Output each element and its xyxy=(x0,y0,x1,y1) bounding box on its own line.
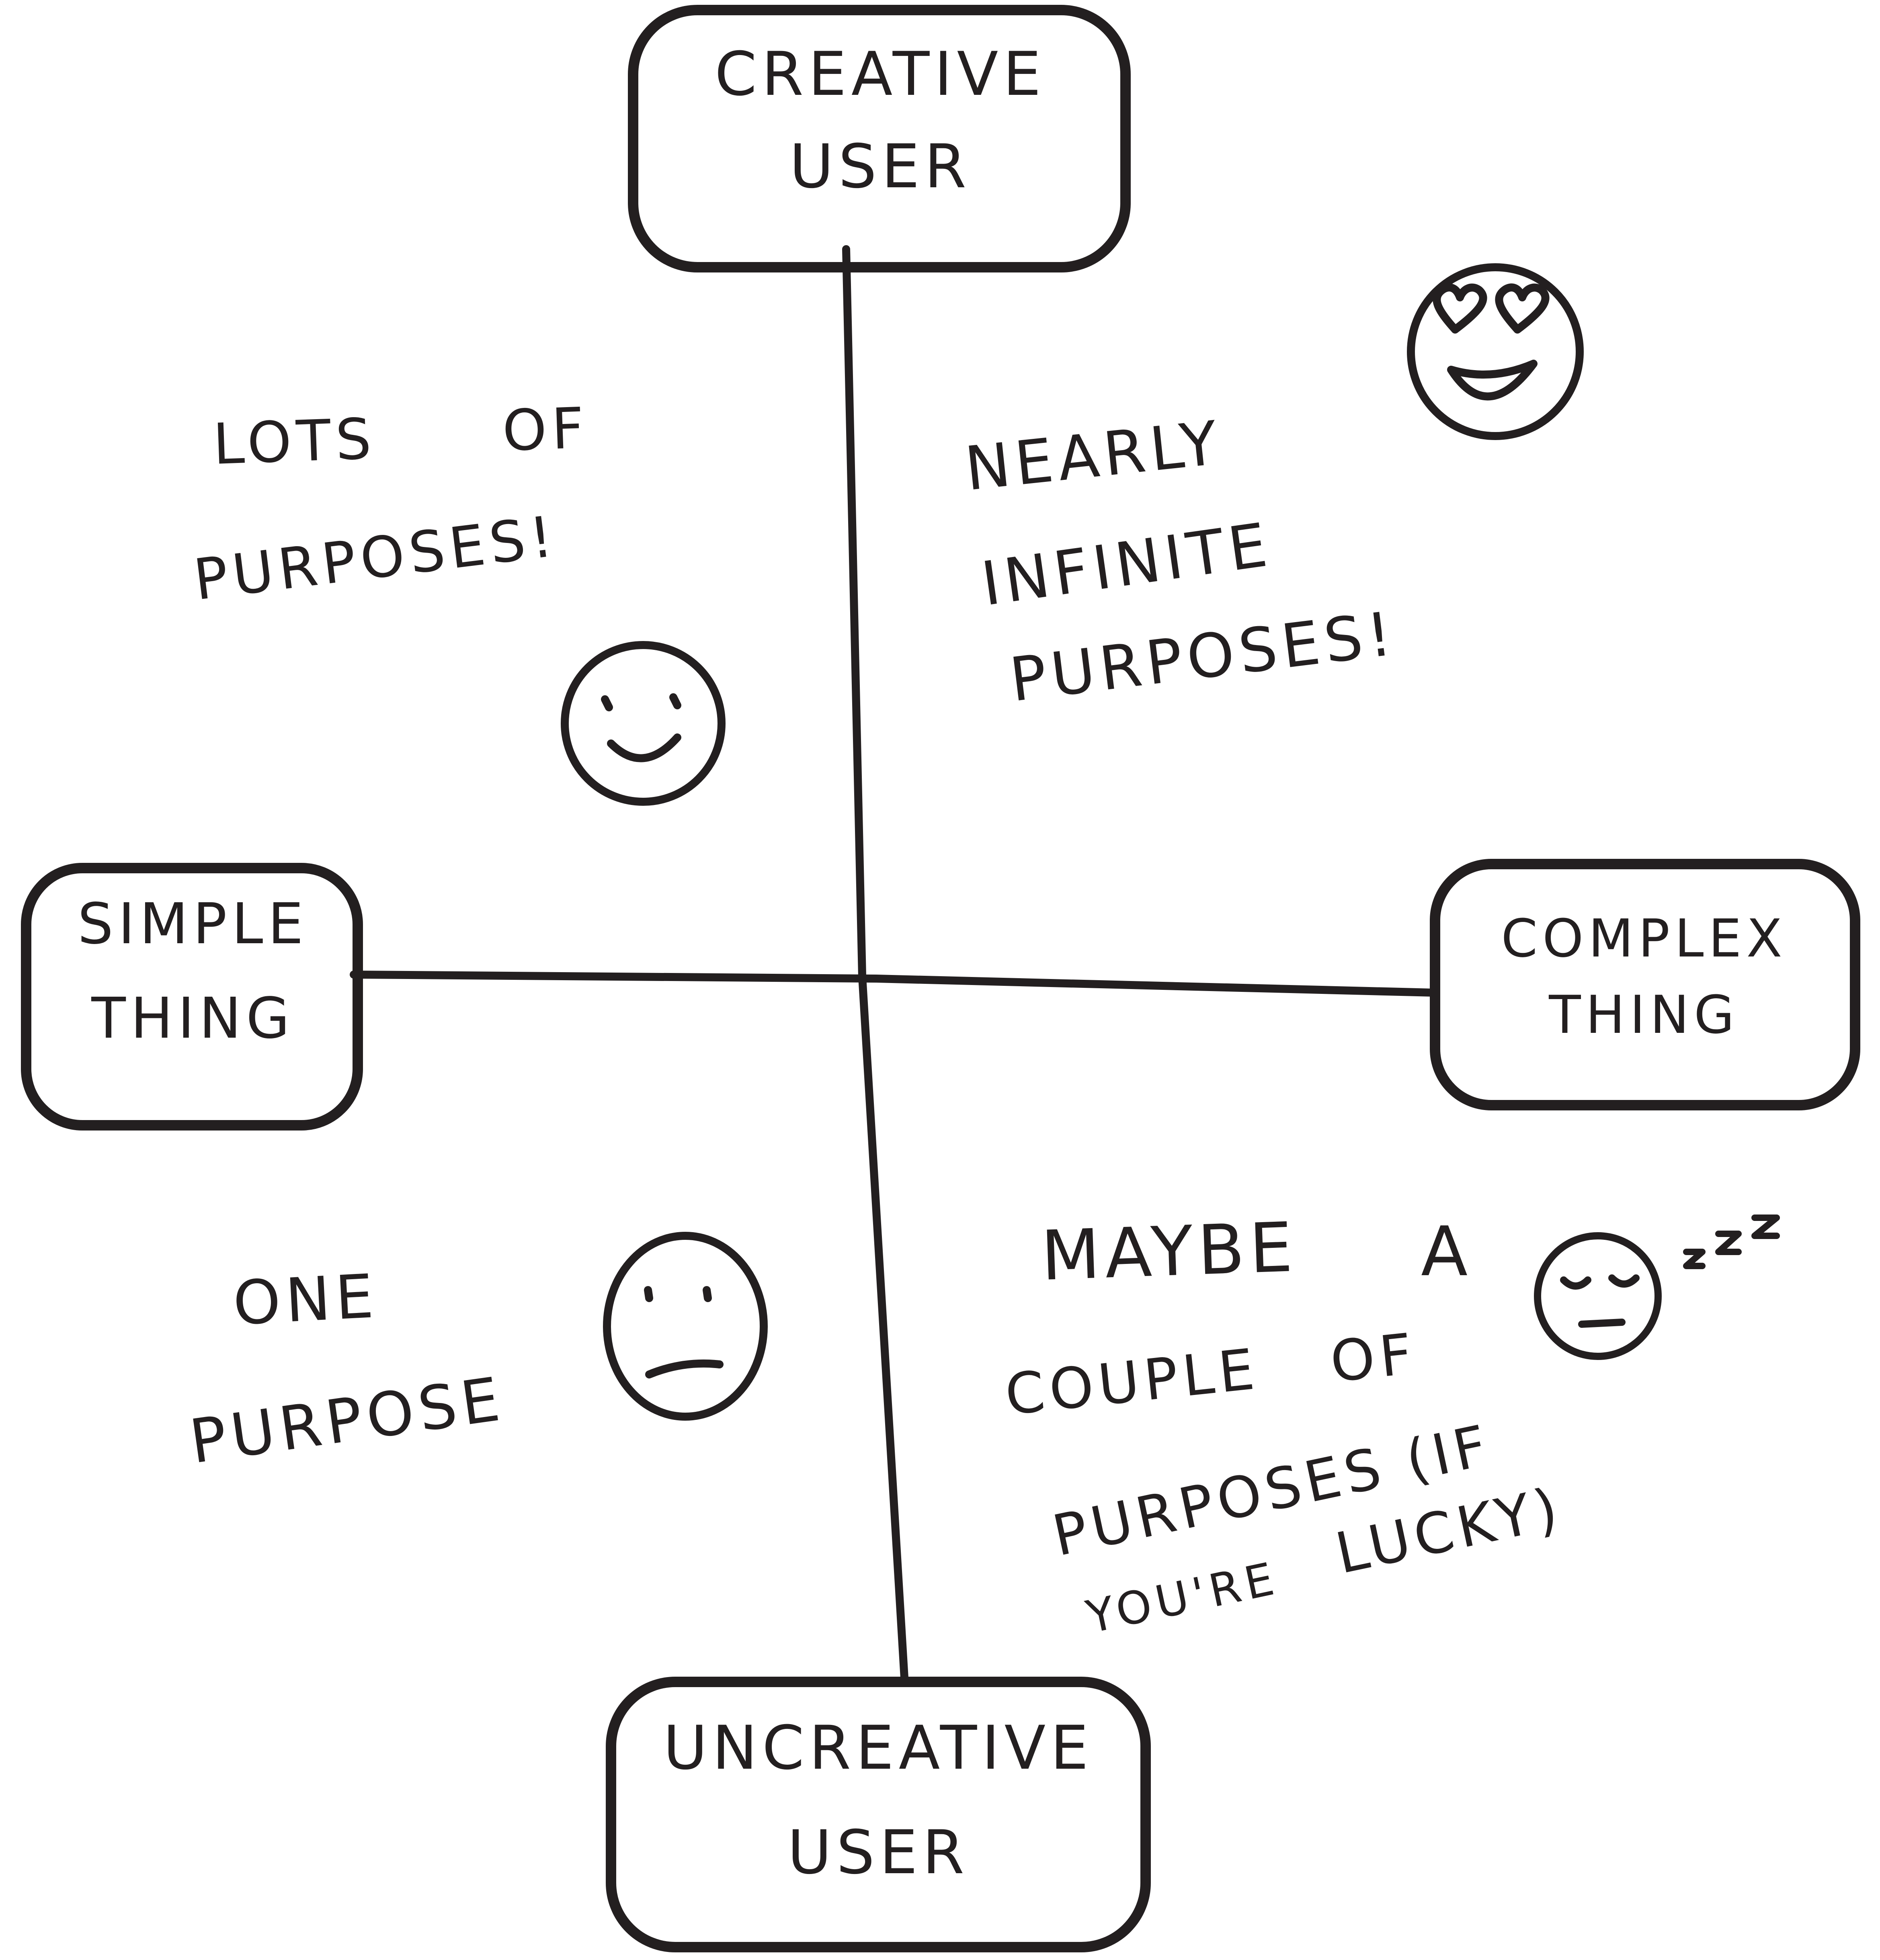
bottom-left-line-1: ONE xyxy=(231,1261,380,1339)
smiling-face-icon xyxy=(561,641,726,806)
sleepy-face-icon xyxy=(1534,1232,1662,1360)
bottom-right-line-4: OF xyxy=(1327,1321,1420,1395)
top-left-line-2: OF xyxy=(501,395,590,464)
bottom-right-line-2: A xyxy=(1421,1212,1473,1292)
complex-thing-label: COMPLEX THING xyxy=(1451,912,1837,1041)
sleep-zzz-icon xyxy=(1683,1215,1780,1269)
complex-thing-line1: COMPLEX xyxy=(1501,908,1787,969)
simple-thing-label: SIMPLE THING xyxy=(40,896,346,1047)
simple-thing-line1: SIMPLE xyxy=(78,891,308,957)
vertical-axis-line xyxy=(842,245,908,1682)
complex-thing-line2: THING xyxy=(1549,984,1739,1045)
creative-user-box xyxy=(628,5,1131,272)
uncreative-user-line1: UNCREATIVE xyxy=(663,1713,1093,1783)
creative-user-label: CREATIVE USER xyxy=(659,44,1101,197)
complex-thing-box xyxy=(1430,859,1860,1110)
bottom-right-line-1: MAYBE xyxy=(1039,1207,1299,1296)
creative-user-line1: CREATIVE xyxy=(715,39,1046,109)
creative-user-line2: USER xyxy=(789,132,971,202)
heart-eyes-face-icon xyxy=(1407,263,1584,440)
simple-thing-line2: THING xyxy=(91,986,295,1051)
simple-thing-box xyxy=(21,863,363,1131)
horizontal-axis-line xyxy=(350,971,1437,997)
uncreative-user-line2: USER xyxy=(787,1818,969,1888)
top-left-line-1: LOTS xyxy=(212,406,377,478)
uncreative-user-box xyxy=(606,1677,1151,1952)
neutral-face-icon xyxy=(603,1232,768,1421)
uncreative-user-label: UNCREATIVE USER xyxy=(627,1718,1130,1883)
